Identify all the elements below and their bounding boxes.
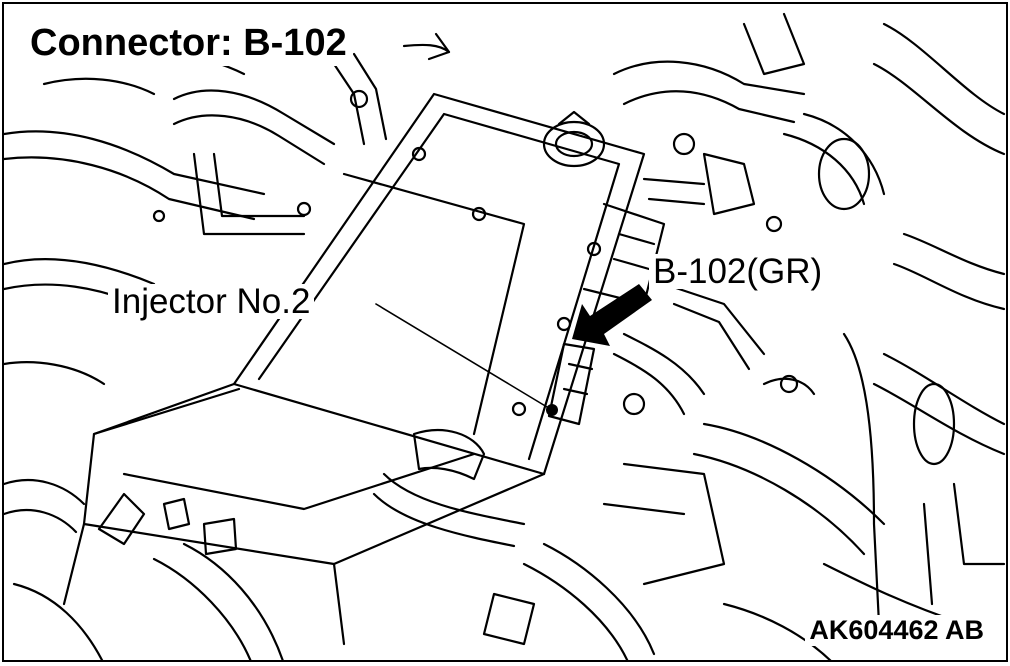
- head-cover: [62, 92, 646, 646]
- engine-line-art: [4, 12, 1006, 660]
- connector-callout: B-102(GR): [649, 254, 827, 289]
- oil-filler-cap: [542, 110, 606, 168]
- connector-arrow: [572, 284, 652, 346]
- left-hoses: [4, 51, 388, 386]
- leader-lines: [375, 32, 558, 416]
- right-components: [612, 12, 1006, 311]
- diagram-title: Connector: B-102: [26, 22, 353, 66]
- bottom-hoses: [4, 429, 656, 660]
- lower-right-engine: [602, 332, 1006, 660]
- injector-callout: Injector No.2: [108, 284, 315, 319]
- figure-id: AK604462 AB: [805, 615, 988, 646]
